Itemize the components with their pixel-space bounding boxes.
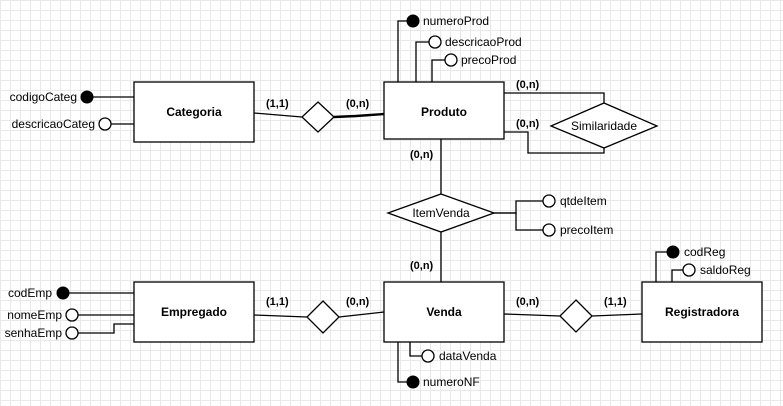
- attr-codemp: codEmp: [8, 286, 52, 300]
- attr-marker-qtdeitem: [542, 194, 556, 208]
- attr-line-senhaemp: [78, 323, 134, 334]
- entity-empregado[interactable]: Empregado: [133, 281, 255, 343]
- attr-datavenda: dataVenda: [439, 349, 497, 363]
- card-venda-registradora-side: (0,n): [516, 296, 540, 308]
- entity-produto-label: Produto: [421, 105, 467, 119]
- card-produto-itemvenda-side: (0,n): [410, 149, 434, 161]
- attr-marker-senhaemp: [65, 326, 79, 340]
- attr-line-qtdeitem: [482, 200, 543, 214]
- attr-numeroprod: numeroProd: [423, 14, 489, 28]
- attr-line-datavenda: [409, 342, 423, 357]
- line-rel-venda: [338, 311, 385, 318]
- attr-senhaemp: senhaEmp: [5, 326, 63, 340]
- line-empregado-rel: [253, 314, 308, 318]
- attr-line-precoprod: [431, 59, 448, 82]
- attr-nomeemp: nomeEmp: [7, 308, 62, 322]
- attr-key-marker-codigocateg: [80, 90, 94, 104]
- attr-precoitem: precoItem: [560, 223, 613, 237]
- card-produto-sim-bottom: (0,n): [516, 118, 540, 130]
- entity-categoria[interactable]: Categoria: [133, 81, 255, 143]
- relationship-similaridade-label: Similaridade: [571, 119, 637, 133]
- attr-saldoreg: saldoReg: [700, 263, 751, 277]
- attr-marker-precoprod: [444, 53, 458, 67]
- attr-key-marker-numeronf: [406, 375, 420, 389]
- relationship-venda-registradora[interactable]: [559, 299, 593, 333]
- attr-line-precoitem: [482, 212, 543, 231]
- attr-marker-descricaocateg: [98, 117, 112, 131]
- entity-venda[interactable]: Venda: [383, 281, 505, 343]
- attr-key-marker-codemp: [56, 286, 70, 300]
- entity-categoria-label: Categoria: [166, 105, 222, 119]
- attr-key-marker-numeroprod: [406, 14, 420, 28]
- card-venda-empregado-side: (0,n): [346, 296, 370, 308]
- relationship-itemvenda-label: ItemVenda: [412, 206, 470, 220]
- attr-codreg: codReg: [684, 245, 725, 259]
- attr-qtdeitem: qtdeItem: [560, 194, 607, 208]
- entity-registradora-label: Registradora: [665, 305, 739, 319]
- attr-codigocateg: codigoCateg: [10, 90, 77, 104]
- card-produto-categoria-side: (0,n): [346, 98, 370, 110]
- card-produto-sim-top: (0,n): [516, 79, 540, 91]
- card-venda-itemvenda-side: (0,n): [410, 260, 434, 272]
- attr-descricaocateg: descricaoCateg: [12, 117, 95, 131]
- relationship-categoria-produto[interactable]: [301, 101, 335, 133]
- line-produto-similaridade-top: [504, 92, 605, 103]
- line-venda-rel: [503, 313, 561, 317]
- entity-empregado-label: Empregado: [161, 305, 227, 319]
- attr-line-numeroprod: [397, 20, 413, 82]
- entity-registradora[interactable]: Registradora: [641, 281, 763, 343]
- entity-produto[interactable]: Produto: [383, 81, 505, 140]
- attr-marker-datavenda: [421, 349, 435, 363]
- line-rel-registradora: [591, 313, 643, 317]
- attr-marker-precoitem: [542, 223, 556, 237]
- line-produto-similaridade-bottom: [504, 131, 605, 154]
- attr-key-marker-codreg: [666, 245, 680, 259]
- card-empregado-side: (1,1): [266, 296, 289, 308]
- attr-precoprod: precoProd: [461, 53, 516, 67]
- attr-descricaoprod: descricaoProd: [445, 35, 522, 49]
- attr-line-saldoreg: [671, 269, 684, 282]
- attr-numeronf: numeroNF: [423, 375, 480, 389]
- card-registradora-side: (1,1): [604, 296, 627, 308]
- attr-line-codreg: [655, 251, 668, 282]
- attr-marker-saldoreg: [682, 263, 696, 277]
- line-rel-produto: [333, 112, 385, 119]
- card-categoria-side: (1,1): [266, 98, 289, 110]
- relationship-similaridade[interactable]: Similaridade: [549, 102, 659, 149]
- attr-marker-descricaoprod: [428, 35, 442, 49]
- line-categoria-rel: [253, 112, 303, 118]
- attr-line-descricaoprod: [415, 41, 431, 82]
- attr-marker-nomeemp: [65, 308, 79, 322]
- relationship-empregado-venda[interactable]: [306, 300, 340, 334]
- entity-venda-label: Venda: [426, 305, 462, 319]
- relationship-itemvenda[interactable]: ItemVenda: [386, 193, 496, 233]
